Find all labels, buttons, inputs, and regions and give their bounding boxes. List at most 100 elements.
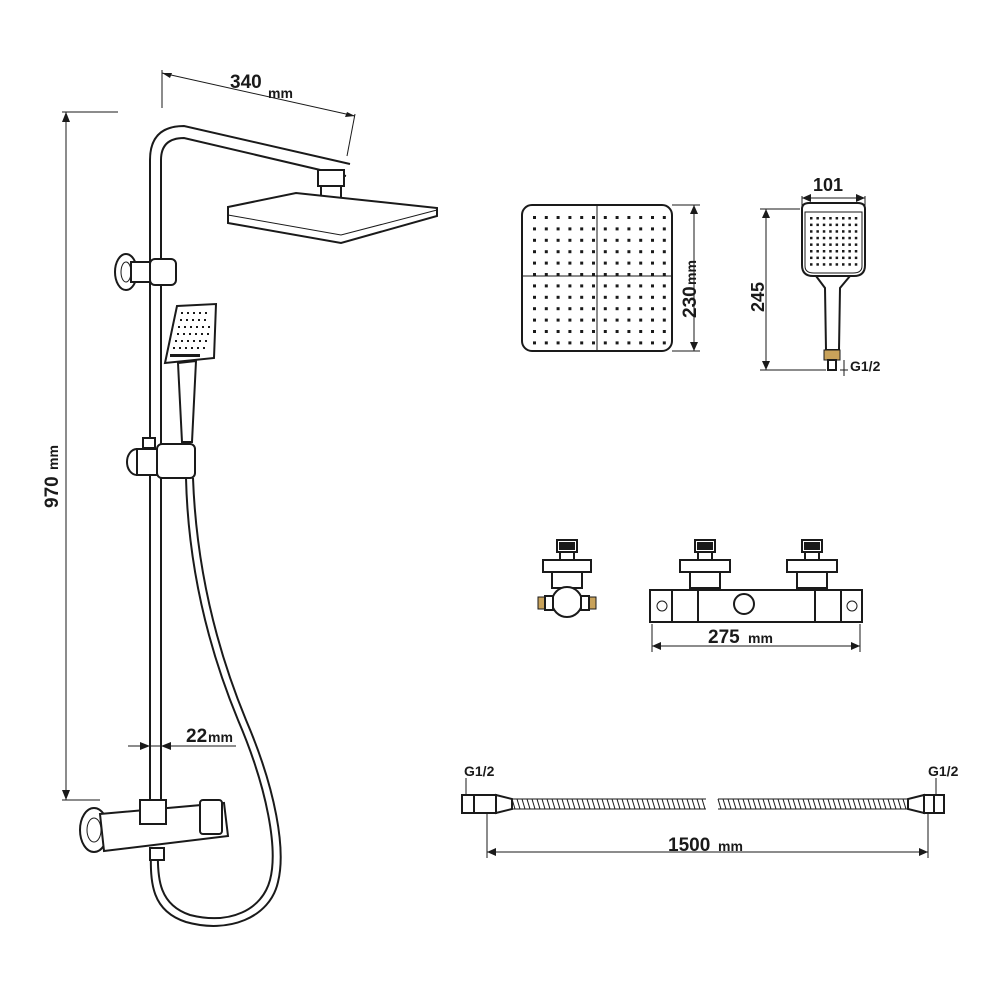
overhead-nozzle: [615, 284, 619, 288]
overhead-nozzle: [627, 216, 631, 219]
hand-nozzle: [822, 256, 826, 260]
overhead-nozzle: [533, 261, 536, 265]
overhead-nozzle: [533, 307, 536, 311]
hand-nozzle: [854, 217, 858, 220]
hand-nozzle: [822, 243, 826, 246]
overhead-head-size-dimension: 230 mm: [672, 204, 701, 352]
overhead-nozzle: [662, 341, 666, 345]
overhead-nozzle: [556, 307, 560, 311]
overhead-nozzle: [603, 318, 607, 322]
overhead-nozzle: [544, 341, 548, 345]
hose-coils: [511, 798, 908, 810]
hose-coil: [621, 798, 626, 810]
overhead-nozzle: [651, 307, 654, 311]
hose-coil: [762, 798, 767, 810]
overhead-nozzle: [603, 261, 607, 265]
hand-nozzle: [829, 230, 832, 233]
overhead-nozzle: [651, 284, 654, 288]
hose-coil: [802, 798, 807, 810]
overhead-nozzle: [615, 341, 619, 345]
hand-connection-label: G1/2: [840, 358, 881, 376]
hand-nozzle: [835, 256, 839, 260]
overhead-nozzle: [592, 284, 595, 288]
overhead-nozzle: [651, 227, 654, 231]
hose-coil: [812, 798, 817, 810]
hose-coil: [892, 798, 897, 810]
riser-height-value: 970: [42, 476, 63, 508]
overhead-nozzle: [568, 261, 572, 265]
overhead-nozzle: [580, 295, 584, 299]
overhead-nozzle: [544, 295, 548, 299]
overhead-nozzle: [568, 238, 572, 242]
overhead-nozzle: [603, 250, 607, 254]
hose-coil: [827, 798, 832, 810]
hose-coil: [742, 798, 747, 810]
hose-coil: [581, 798, 586, 810]
hose-coil: [671, 798, 676, 810]
hand-nozzle: [829, 217, 832, 220]
overhead-nozzle: [662, 216, 666, 219]
overhead-nozzle: [627, 318, 631, 322]
overhead-nozzle: [662, 318, 666, 322]
overhead-nozzle: [580, 238, 584, 242]
overhead-nozzle: [615, 227, 619, 231]
hose-coil: [546, 798, 551, 810]
hand-nozzle: [829, 243, 832, 246]
hose-length-value: 1500: [668, 835, 710, 856]
overhead-nozzle: [544, 284, 548, 288]
rail-diameter-unit: mm: [208, 729, 233, 745]
overhead-nozzle: [603, 295, 607, 299]
overhead-nozzle: [568, 273, 572, 276]
hand-nozzle: [816, 236, 819, 240]
overhead-nozzle: [568, 330, 572, 333]
hand-nozzle: [848, 243, 851, 246]
hose-length-unit: mm: [718, 838, 743, 854]
rail-diameter-value: 22: [186, 726, 207, 747]
hose-coil: [701, 798, 706, 810]
hose-coil: [661, 798, 666, 810]
overhead-nozzle: [662, 330, 666, 333]
hose-coil: [626, 798, 631, 810]
hand-nozzle: [854, 236, 858, 240]
overhead-nozzle: [533, 250, 536, 254]
hand-nozzle: [810, 256, 813, 260]
hose-coil: [752, 798, 757, 810]
hose-coil: [636, 798, 641, 810]
valve-front-view: [649, 539, 863, 623]
overhead-nozzle: [651, 250, 654, 254]
overhead-nozzle: [568, 227, 572, 231]
overhead-nozzle: [615, 318, 619, 322]
hose-coil: [862, 798, 867, 810]
hand-nozzle: [822, 217, 826, 220]
overhead-nozzle: [615, 250, 619, 254]
overhead-nozzle: [651, 238, 654, 242]
overhead-nozzle: [544, 330, 548, 333]
overhead-nozzle: [639, 341, 643, 345]
hand-nozzle: [829, 256, 832, 260]
hand-nozzle: [835, 230, 839, 233]
hose-coil: [797, 798, 802, 810]
hand-nozzle: [835, 217, 839, 220]
hand-nozzle: [816, 217, 819, 220]
hand-connector: [823, 349, 841, 361]
hose-coil: [591, 798, 596, 810]
overhead-nozzle: [603, 216, 607, 219]
hose-coil: [571, 798, 576, 810]
overhead-nozzle: [556, 341, 560, 345]
overhead-nozzle: [615, 216, 619, 219]
hand-head-length-dimension: 245: [748, 208, 826, 371]
overhead-nozzle: [556, 318, 560, 322]
arm-length-dimension: 340 mm: [161, 70, 356, 157]
hose-coil: [541, 798, 546, 810]
hose-coil: [551, 798, 556, 810]
overhead-nozzle: [544, 273, 548, 276]
overhead-nozzle: [627, 250, 631, 254]
hose-coil: [722, 798, 727, 810]
rail-diameter-dimension: 22 mm: [128, 726, 236, 750]
hand-nozzle: [810, 230, 813, 233]
hand-nozzle: [816, 263, 819, 266]
overhead-nozzle: [556, 227, 560, 231]
hand-nozzle: [854, 256, 858, 260]
hand-nozzle: [854, 223, 858, 227]
overhead-nozzle: [533, 284, 536, 288]
